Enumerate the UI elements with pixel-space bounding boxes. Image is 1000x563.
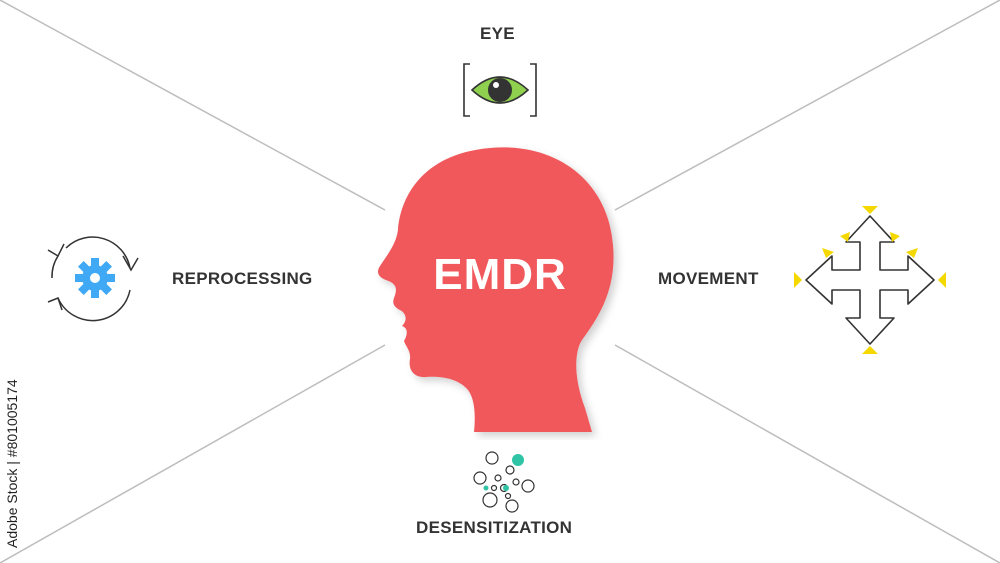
center-title: EMDR bbox=[433, 250, 567, 299]
eye-label: EYE bbox=[480, 24, 515, 43]
desensitization-label: DESENSITIZATION bbox=[416, 518, 573, 537]
gear-cycle-icon bbox=[47, 236, 139, 322]
four-way-arrows-icon bbox=[794, 206, 946, 354]
dots-network-icon bbox=[473, 451, 535, 513]
reprocessing-label: REPROCESSING bbox=[172, 269, 313, 288]
head-silhouette bbox=[378, 147, 614, 432]
stock-id-watermark: Adobe Stock | #801005174 bbox=[4, 379, 20, 548]
movement-label: MOVEMENT bbox=[658, 269, 759, 288]
eye-icon bbox=[463, 63, 537, 117]
